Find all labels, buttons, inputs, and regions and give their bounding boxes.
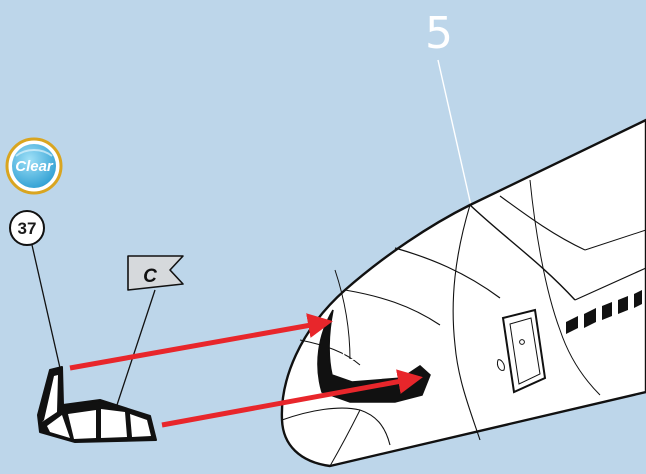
flag-icon: C <box>127 255 184 291</box>
step-number: 5 <box>425 8 453 59</box>
door <box>501 308 547 394</box>
part-leader-line <box>31 244 61 369</box>
arrow-icon <box>69 313 333 371</box>
clear-badge-label: Clear <box>15 158 54 175</box>
cockpit-window-part-icon <box>37 366 157 443</box>
aircraft-nose <box>280 118 646 468</box>
passenger-windows <box>566 290 642 334</box>
flag-leader-line <box>113 289 156 415</box>
step-leader-line <box>437 59 473 211</box>
arrow-icon <box>161 369 423 428</box>
part-number-badge: 37 <box>9 210 45 246</box>
flag-label: C <box>143 266 157 287</box>
clear-badge-icon: Clear <box>5 137 63 195</box>
part-number: 37 <box>18 219 37 238</box>
